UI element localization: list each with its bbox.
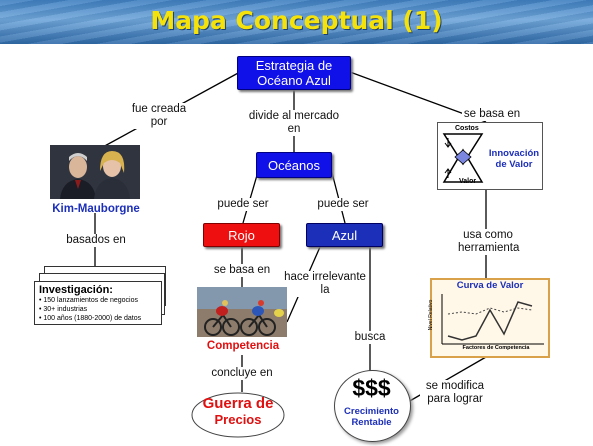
label-concluye-en: concluye en [208,367,276,380]
research-item: • 100 años (1880-2000) de datos [39,315,142,322]
costos-label: Costos [455,125,479,132]
label-se-basa-en-rojo: se basa en [212,264,272,277]
node-crecimiento-rentable: Crecimiento Rentable [344,406,399,428]
factores-label: Factores de Competencia [462,345,530,351]
ocean-background [0,0,593,44]
node-curva-valor: Curva de Valor [456,280,524,291]
node-oceanos: Océanos [256,152,332,178]
nivel-relativo-label: Nivel Relativo [428,299,434,331]
cyclists-image [197,287,287,337]
value-innovation-panel [437,122,543,190]
price-war-ellipse [191,392,285,438]
node-competencia: Competencia [206,340,280,352]
label-puede-ser-1: puede ser [216,198,270,211]
label-puede-ser-2: puede ser [316,198,370,211]
page-title: Mapa Conceptual (1) [150,6,443,35]
founders-image [50,145,140,199]
label-se-basa-en-top: se basa en [462,108,522,121]
founders-photo [50,145,140,199]
valor-label: Valor [459,178,477,185]
research-item: • 30+ industrias [39,306,88,313]
research-item: • 150 lanzamientos de negocios [39,297,138,304]
node-innovacion-valor: Innovación de Valor [488,148,540,170]
research-note: Investigación: • 150 lanzamientos de neg… [34,281,162,325]
value-curve-chart [441,294,544,345]
label-basados-en: basados en [64,234,128,247]
competition-photo [197,287,287,337]
node-rojo: Rojo [203,223,280,247]
node-azul: Azul [306,223,383,247]
title-banner: Mapa Conceptual (1) [0,0,593,44]
node-guerra-precios: Guerra de Precios [202,395,274,428]
line-oceanos-azul [329,164,346,224]
dollar-signs: $$$ [352,375,391,401]
research-heading: Investigación: [39,284,113,296]
growth-circle [334,370,411,442]
value-innovation-diagram [442,133,484,183]
label-busca: busca [352,331,388,344]
value-curve-panel [430,278,550,358]
node-kim-mauborgne: Kim-Mauborgne [52,203,140,215]
